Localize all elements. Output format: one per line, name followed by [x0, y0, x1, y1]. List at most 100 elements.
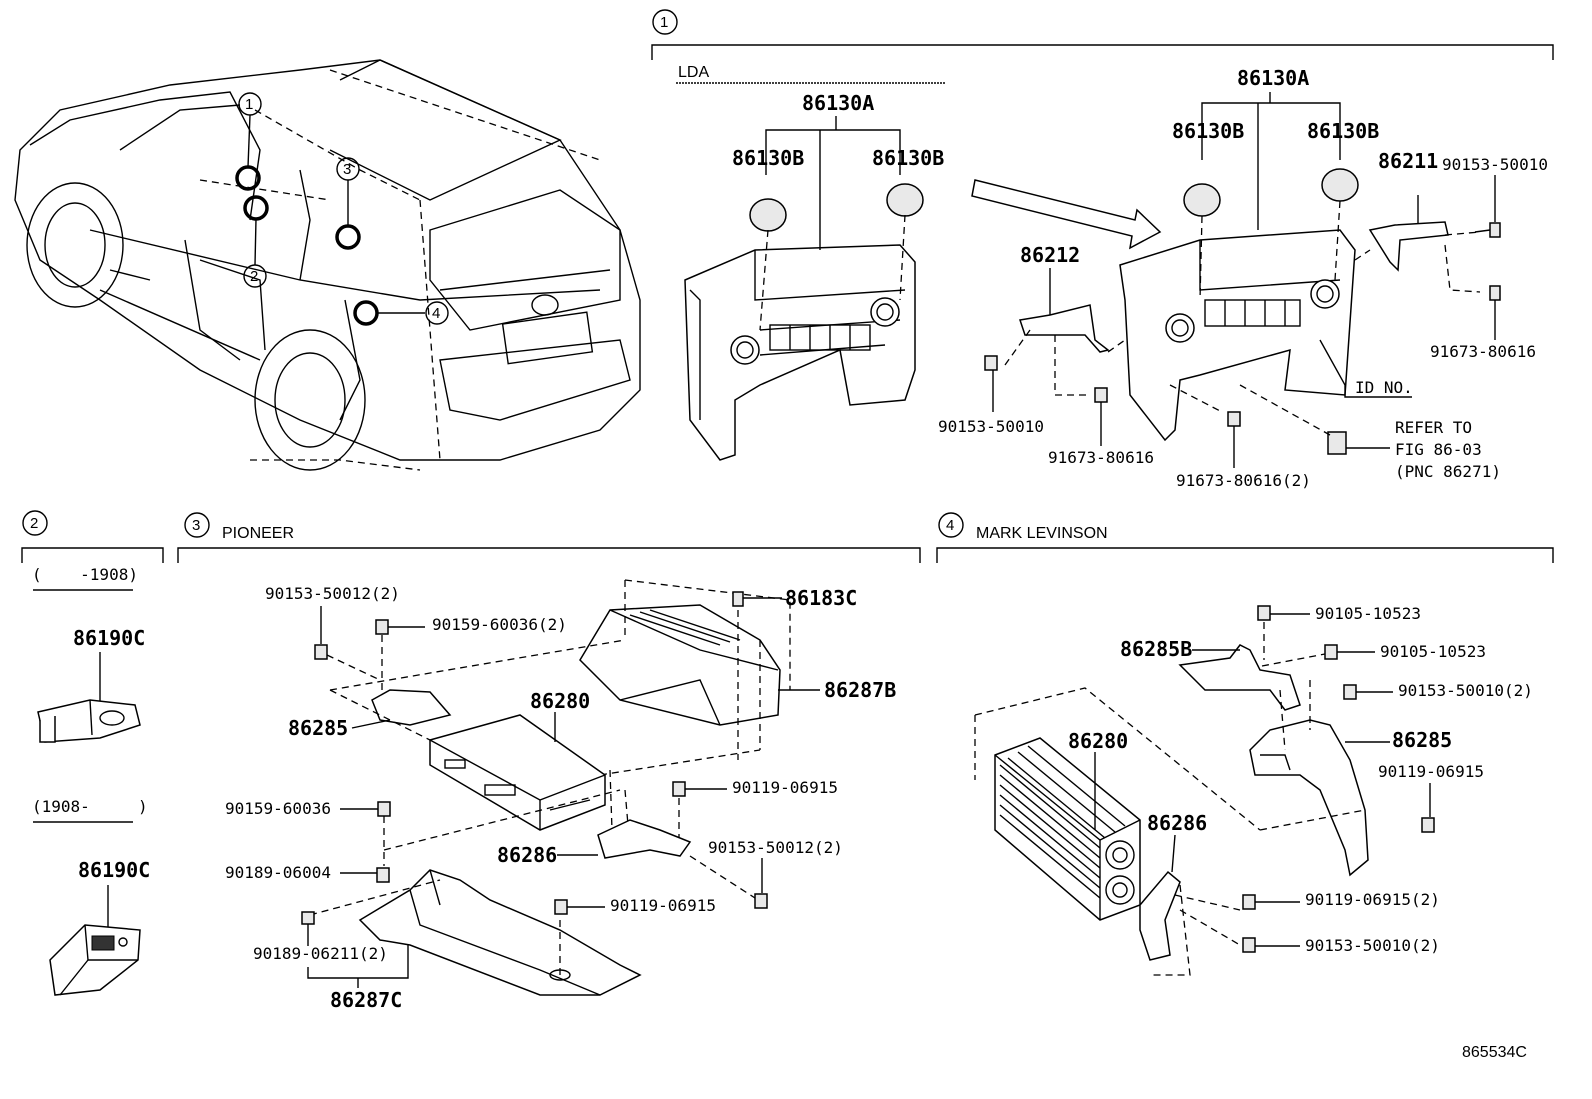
- section-4-mark-levinson-amp: 4 MARK LEVINSON 86280 86: [936, 512, 1554, 976]
- section-2-number: 2: [30, 515, 38, 532]
- location-marker-2: [243, 195, 269, 221]
- screw-91673-80616-top: [1489, 285, 1501, 301]
- screw-90153-50010-ml-b: [1242, 937, 1256, 953]
- section-2-range-a: ( -1908): [32, 565, 138, 584]
- part-90119-06915-b: 90119-06915: [610, 896, 716, 915]
- part-86280-ml: 86280: [1068, 729, 1128, 753]
- part-91673-80616-b: 91673-80616: [1048, 448, 1154, 467]
- screw-90119-06915-2: [1242, 894, 1256, 910]
- callout-4-car: 4: [432, 305, 440, 322]
- part-90153-50010-2a: 90153-50010(2): [1398, 681, 1533, 700]
- screw-91673-80616-2: [1227, 411, 1241, 427]
- part-86211: 86211: [1378, 149, 1438, 173]
- section-3-pioneer-amp: 3 PIONEER 86287B 86183C 90153-50012(2) 9…: [177, 512, 921, 1012]
- refer-to-line-3: (PNC 86271): [1395, 462, 1501, 481]
- part-91673-80616-a: 91673-80616: [1430, 342, 1536, 361]
- bracket-86285-ml: [1249, 719, 1369, 877]
- part-86130A-right: 86130A: [1237, 66, 1309, 90]
- amplifier-86280-ml: [994, 737, 1141, 921]
- amplifier-86280-pioneer: [429, 714, 606, 831]
- screw-90153-50012-b: [754, 893, 768, 909]
- part-86130B-right-1: 86130B: [1172, 119, 1244, 143]
- screw-90119-06915-c: [1421, 817, 1435, 833]
- screw-91673-80616-mid: [1094, 387, 1108, 403]
- part-86287B: 86287B: [824, 678, 896, 702]
- part-86286-pioneer: 86286: [497, 843, 557, 867]
- bracket-86285-pioneer: [371, 689, 452, 726]
- head-unit-right: [1119, 168, 1359, 442]
- screw-90159-60036-a: [375, 619, 389, 635]
- section-2-antenna-amp: 2 ( -1908) 86190C (1908- ) 86190C: [21, 510, 164, 996]
- part-86285-pioneer: 86285: [288, 716, 348, 740]
- head-unit-lda: [684, 183, 924, 461]
- location-marker-4: [353, 300, 379, 326]
- part-90119-06915-2: 90119-06915(2): [1305, 890, 1440, 909]
- callout-3-car: 3: [343, 161, 351, 178]
- part-90153-50010-b: 90153-50010: [938, 417, 1044, 436]
- screw-90153-50010-left: [984, 355, 998, 371]
- module-86190C-new: [49, 924, 141, 996]
- section-1-audio-unit: 1 LDA 86130A 86130B: [651, 9, 1554, 490]
- refer-to-line-1: REFER TO: [1395, 418, 1472, 437]
- part-86130B-left-1: 86130B: [732, 146, 804, 170]
- screw-90189-06211-a: [301, 911, 315, 925]
- part-86130B-right-2: 86130B: [1307, 119, 1379, 143]
- screw-90153-50010-ml-a: [1343, 684, 1357, 700]
- bracket-86212: [1019, 304, 1110, 353]
- part-90189-06004: 90189-06004: [225, 863, 331, 882]
- part-90105-10523-b: 90105-10523: [1380, 642, 1486, 661]
- bracket-86286-ml: [1139, 870, 1181, 961]
- part-90119-06915-c: 90119-06915: [1378, 762, 1484, 781]
- screw-90105-10523-a: [1257, 605, 1271, 621]
- section-4-label: MARK LEVINSON: [976, 525, 1108, 542]
- screw-90119-06915-b: [554, 899, 568, 915]
- part-90119-06915-a: 90119-06915: [732, 778, 838, 797]
- screw-90153-50010-top: [1474, 222, 1501, 238]
- module-86190C-old: [37, 699, 141, 743]
- callout-1-car: 1: [245, 96, 253, 113]
- part-86130B-left-2: 86130B: [872, 146, 944, 170]
- label-plate-86271: [1327, 431, 1347, 455]
- vehicle-callouts: 1 2 3 4: [235, 92, 449, 326]
- screw-90105-10523-b: [1324, 644, 1338, 660]
- part-90159-60036-2: 90159-60036(2): [432, 615, 567, 634]
- part-90105-10523-a: 90105-10523: [1315, 604, 1421, 623]
- part-86285-ml: 86285: [1392, 728, 1452, 752]
- part-90189-06211-2: 90189-06211(2): [253, 944, 388, 963]
- bracket-86286-pioneer: [597, 819, 692, 859]
- part-90153-50010-2b: 90153-50010(2): [1305, 936, 1440, 955]
- part-86183C: 86183C: [785, 586, 857, 610]
- cover-86287B: [579, 604, 781, 726]
- part-86130A-left: 86130A: [802, 91, 874, 115]
- part-90153-50010-a: 90153-50010: [1442, 155, 1548, 174]
- screw-90119-06915-a: [672, 781, 686, 797]
- plate-86287C: [358, 869, 642, 996]
- refer-to-line-2: FIG 86-03: [1395, 440, 1482, 459]
- callout-2-car: 2: [250, 268, 258, 285]
- screw-90159-60036: [377, 801, 391, 817]
- part-90153-50012-2b: 90153-50012(2): [708, 838, 843, 857]
- part-90153-50012-2a: 90153-50012(2): [265, 584, 400, 603]
- part-86190C-b: 86190C: [78, 858, 150, 882]
- clip-86183C: [732, 591, 744, 607]
- part-86280-pioneer: 86280: [530, 689, 590, 713]
- id-no-label: ID NO.: [1355, 378, 1413, 397]
- part-91673-80616-2: 91673-80616(2): [1176, 471, 1311, 490]
- section-1-number: 1: [660, 14, 668, 31]
- vehicle-overview: [14, 59, 641, 471]
- section-4-number: 4: [946, 517, 954, 534]
- part-86190C-a: 86190C: [73, 626, 145, 650]
- section-2-range-b: (1908- ): [32, 797, 148, 816]
- part-86212: 86212: [1020, 243, 1080, 267]
- arrow-icon: [971, 179, 1162, 250]
- part-86286-ml: 86286: [1147, 811, 1207, 835]
- screw-90153-50012-a: [314, 644, 328, 660]
- location-marker-3: [335, 224, 361, 250]
- bracket-86211: [1368, 221, 1449, 272]
- part-86285B: 86285B: [1120, 637, 1192, 661]
- section-3-label: PIONEER: [222, 525, 294, 542]
- section-3-number: 3: [192, 517, 200, 534]
- section-1-label: LDA: [678, 64, 709, 81]
- part-90159-60036: 90159-60036: [225, 799, 331, 818]
